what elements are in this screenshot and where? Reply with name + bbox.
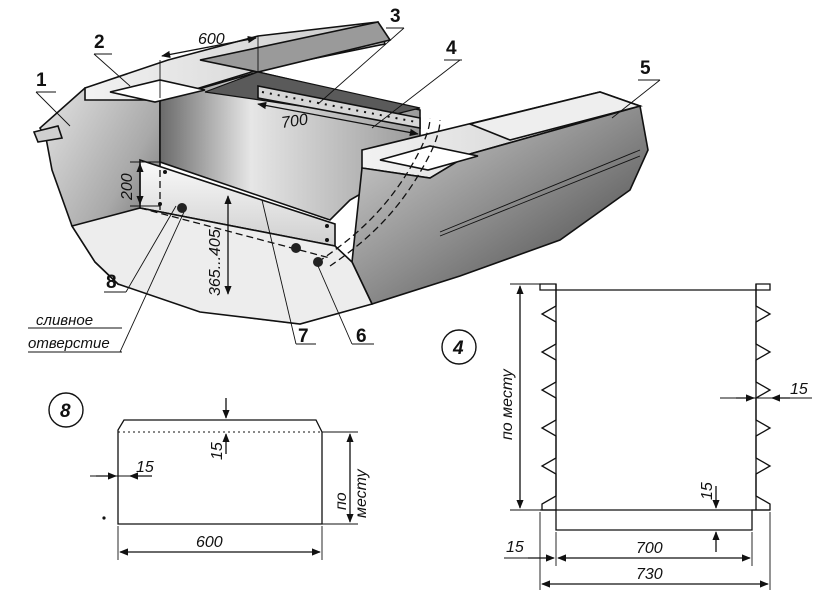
callout-3: 3 — [390, 6, 401, 27]
detail-8-badge-circle — [48, 392, 84, 428]
detail-4-side-note: по месту — [499, 368, 516, 440]
hull-drawing — [32, 21, 649, 325]
leader-drain — [119, 211, 185, 353]
dim-line-700 — [257, 101, 419, 137]
detail-8-width: 600 — [196, 534, 223, 551]
detail-8-side-margin: 15 — [136, 459, 154, 476]
hidden-edge-arc-1 — [317, 117, 431, 263]
hatch-right — [379, 145, 479, 171]
dim-height-label: 365...405 — [207, 229, 224, 296]
leader-7 — [261, 199, 297, 345]
detail-8-height-note-word2: месту — [353, 468, 370, 518]
callouts: 1 2 3 4 5 6 7 8 сливное отверстие — [28, 6, 661, 353]
dim-200-label: 200 — [119, 173, 136, 201]
callout-8: 8 — [106, 272, 117, 293]
drain-hole — [177, 203, 187, 213]
dim-line-600 — [161, 35, 257, 59]
leader-2 — [93, 53, 131, 87]
detail-4-outline — [539, 283, 772, 531]
detail-8-height-note-word1: по — [333, 492, 350, 510]
callout-2: 2 — [94, 32, 105, 53]
drain-note-line1: сливное — [36, 312, 93, 329]
hatch-left — [109, 79, 206, 103]
detail-4-tooth-depth: 15 — [790, 381, 808, 398]
detail-8-badge: 8 — [60, 401, 71, 422]
dim-700-label: 700 — [280, 111, 309, 132]
left-flange — [32, 125, 64, 143]
leader-4 — [371, 59, 461, 129]
callout-6: 6 — [356, 326, 367, 347]
rivet — [163, 170, 167, 174]
right-rib — [439, 149, 641, 233]
callout-7: 7 — [298, 326, 309, 347]
callout-1: 1 — [36, 70, 47, 91]
drain-hole — [313, 257, 323, 267]
dim-600-label: 600 — [198, 31, 225, 48]
leader-1 — [35, 91, 71, 127]
drain-hole — [291, 243, 301, 253]
callout-5: 5 — [640, 58, 651, 79]
detail-4-left-margin: 15 — [506, 539, 524, 556]
leader-5 — [611, 79, 661, 119]
drain-note-line2: отверстие — [28, 335, 110, 352]
main-dimensions: 600 700 200 365...405 — [119, 31, 419, 296]
detail-4-inner-width: 700 — [636, 540, 663, 557]
rivet — [325, 224, 329, 228]
leader-3 — [317, 27, 405, 105]
detail-4-outer-width: 730 — [636, 566, 663, 583]
hidden-edge-arc-2 — [329, 119, 441, 267]
rivet — [158, 202, 162, 206]
rivet — [325, 238, 329, 242]
right-top-strip — [467, 91, 643, 141]
leader-8 — [125, 205, 177, 293]
detail-4-bottom-margin: 15 — [699, 482, 716, 500]
leader-6 — [317, 265, 353, 345]
right-rib-2 — [439, 155, 641, 237]
detail-4: 4 по месту 15 15 700 730 15 — [441, 283, 812, 590]
detail-8-top-margin: 15 — [209, 442, 226, 460]
detail-4-badge: 4 — [452, 338, 464, 359]
detail-8-dot — [102, 516, 106, 520]
detail-4-badge-circle — [441, 329, 477, 365]
callout-4: 4 — [446, 38, 457, 59]
detail-8: 8 15 15 по месту 600 — [48, 392, 370, 560]
lower-skin — [70, 207, 374, 325]
detail-8-height-note: по месту — [333, 468, 370, 518]
